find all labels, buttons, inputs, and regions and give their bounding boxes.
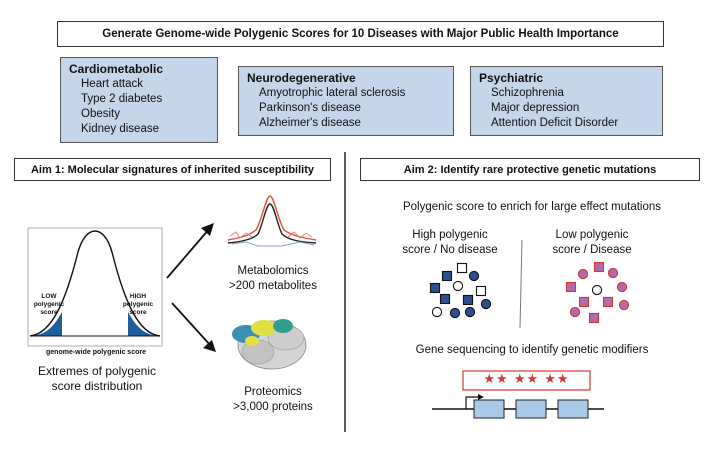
low-score-label: LOW polygenic score [33,293,65,316]
arrow-head-up [201,223,214,236]
protein-structure [232,319,307,370]
sample-marker [468,270,480,282]
proteomics-count: >3,000 proteins [233,401,313,413]
main-title: Generate Genome-wide Polygenic Scores fo… [57,21,664,47]
category-cardiometabolic: Cardiometabolic Heart attack Type 2 diab… [60,57,218,143]
sample-marker [577,268,589,280]
disease-item: Heart attack [81,78,143,90]
category-heading: Neurodegenerative [247,71,356,85]
aim2-title: Aim 2: Identify rare protective genetic … [360,158,700,181]
sample-marker [452,280,464,292]
metabolomics-spectrum [227,195,317,247]
disease-item: Kidney disease [81,123,159,135]
sample-marker [462,294,474,306]
sample-marker [441,270,453,282]
arrow-to-proteomics [171,302,212,347]
sample-marker [565,281,577,293]
sample-marker [569,306,581,318]
disease-item: Amyotrophic lateral sclerosis [259,87,406,99]
category-heading: Cardiometabolic [69,62,164,76]
high-tail-fill [128,312,160,336]
category-heading: Psychiatric [479,71,544,85]
sample-marker [456,262,468,274]
low-group-label: Low polygenic score / Disease [552,229,632,256]
sample-marker [588,312,600,324]
sample-marker [591,284,603,296]
sample-marker [593,261,605,273]
disease-item: Obesity [81,108,120,120]
disease-item: Parkinson's disease [259,102,361,114]
sample-marker [475,285,487,297]
sample-marker [602,296,614,308]
mutation-stars: ★★ ★★ ★★ [483,372,570,387]
metabolomics-label: Metabolomics [237,265,309,277]
disease-item: Alzheimer's disease [259,117,361,129]
extremes-caption: Extremes of polygenic score distribution [37,364,157,393]
sample-marker [439,293,451,305]
disease-item: Type 2 diabetes [81,93,163,105]
sample-marker [616,281,628,293]
disease-item: Schizophrenia [491,87,564,99]
low-tail-fill [30,312,62,336]
high-score-label: HIGH polygenic score [122,293,154,316]
proteomics-label: Proteomics [244,386,302,398]
category-psychiatric: Psychiatric Schizophrenia Major depressi… [470,66,663,136]
x-axis-label: genome-wide polygenic score [46,349,146,356]
bell-curve [29,230,161,337]
disease-item: Attention Deficit Disorder [491,117,619,129]
sample-marker [431,306,443,318]
sample-marker [607,267,619,279]
sample-marker [464,306,476,318]
sample-marker [578,296,590,308]
sample-marker [429,282,441,294]
enrich-caption: Polygenic score to enrich for large effe… [402,201,662,213]
mutation-box [462,370,591,391]
arrow-head-down [203,340,216,352]
aim1-title: Aim 1: Molecular signatures of inherited… [14,158,331,181]
distribution-frame [27,227,163,347]
gene-model [432,394,604,419]
group-divider [519,239,523,329]
sample-marker [480,298,492,310]
sample-marker [449,307,461,319]
arrow-to-metabolomics [166,227,211,279]
sample-marker [618,299,630,311]
disease-item: Major depression [491,102,580,114]
high-group-label: High polygenic score / No disease [402,229,498,256]
category-neurodegenerative: Neurodegenerative Amyotrophic lateral sc… [238,66,454,136]
sequencing-caption: Gene sequencing to identify genetic modi… [415,344,649,356]
metabolomics-count: >200 metabolites [229,280,317,292]
